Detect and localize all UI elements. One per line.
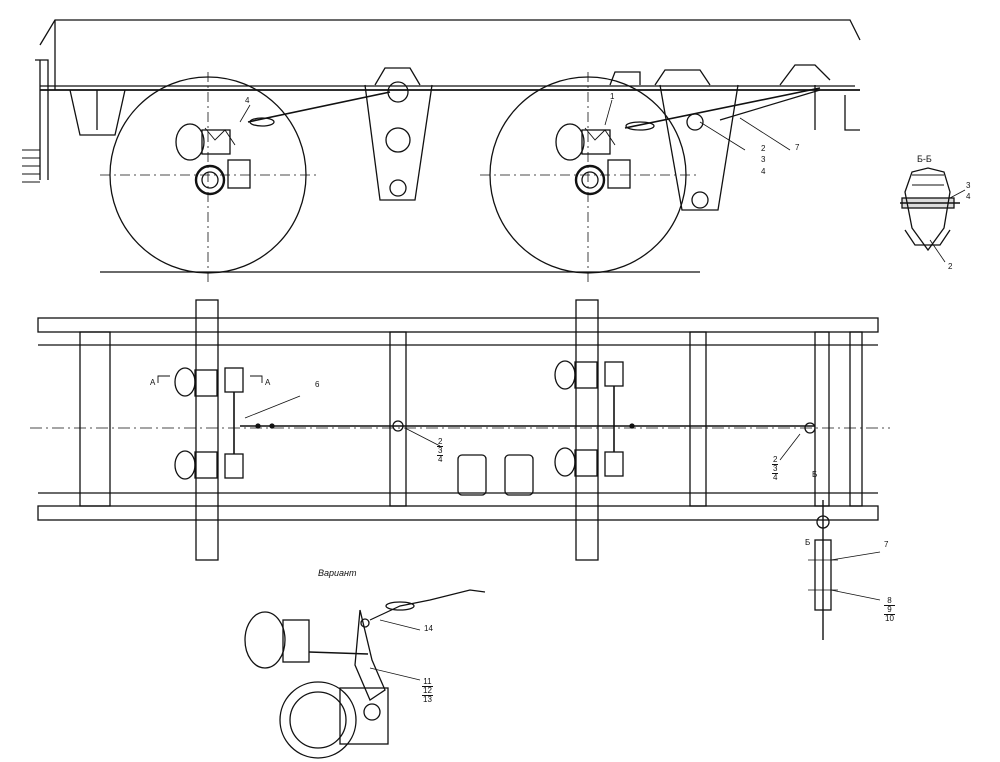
section-mark-b-bottom: Б — [805, 538, 811, 547]
variant-detail — [244, 589, 486, 759]
callout-7-side: 7 — [795, 143, 800, 152]
section-bb-callout-4: 4 — [966, 192, 971, 201]
callout-4-side: 4 — [245, 96, 250, 105]
brake-chamber-side-1 — [175, 123, 251, 196]
callout-stack-right: 2 3 4 — [772, 455, 779, 482]
section-bb-callout-2: 2 — [948, 262, 953, 271]
section-bb-title: Б-Б — [917, 154, 932, 164]
callout-3-side: 3 — [761, 155, 766, 164]
section-mark-a-left: А — [150, 378, 156, 387]
section-mark-a-right: А — [265, 378, 271, 387]
callout-4b-side: 4 — [761, 167, 766, 176]
plan-view — [30, 299, 890, 640]
section-mark-b-top: Б — [812, 470, 818, 479]
plan-hanger-left — [457, 454, 487, 496]
callout-stack-variant: 11 12 13 — [422, 677, 433, 704]
callout-6-plan: 6 — [315, 380, 320, 389]
callout-1-side: 1 — [610, 92, 615, 101]
section-bb-detail — [900, 167, 966, 263]
callout-7-plan: 7 — [884, 540, 889, 549]
brake-chamber-side-2 — [555, 123, 631, 196]
callout-2-side: 2 — [761, 144, 766, 153]
mid-hanger — [364, 84, 433, 201]
cable-rear — [247, 91, 391, 123]
front-hanger — [659, 84, 739, 211]
plan-hanger-right — [504, 454, 534, 496]
callout-stack-mid: 2 3 4 — [437, 437, 444, 464]
plan-brake-chambers-rear — [174, 367, 244, 480]
section-bb-callout-3: 3 — [966, 181, 971, 190]
cable-front — [624, 87, 821, 129]
side-elevation-view — [22, 19, 861, 282]
callout-14-variant: 14 — [424, 624, 433, 633]
variant-caption: Вариант — [318, 568, 357, 578]
plan-brake-chambers-front — [554, 360, 624, 477]
callout-stack-bottom: 8 9 10 — [884, 596, 895, 623]
